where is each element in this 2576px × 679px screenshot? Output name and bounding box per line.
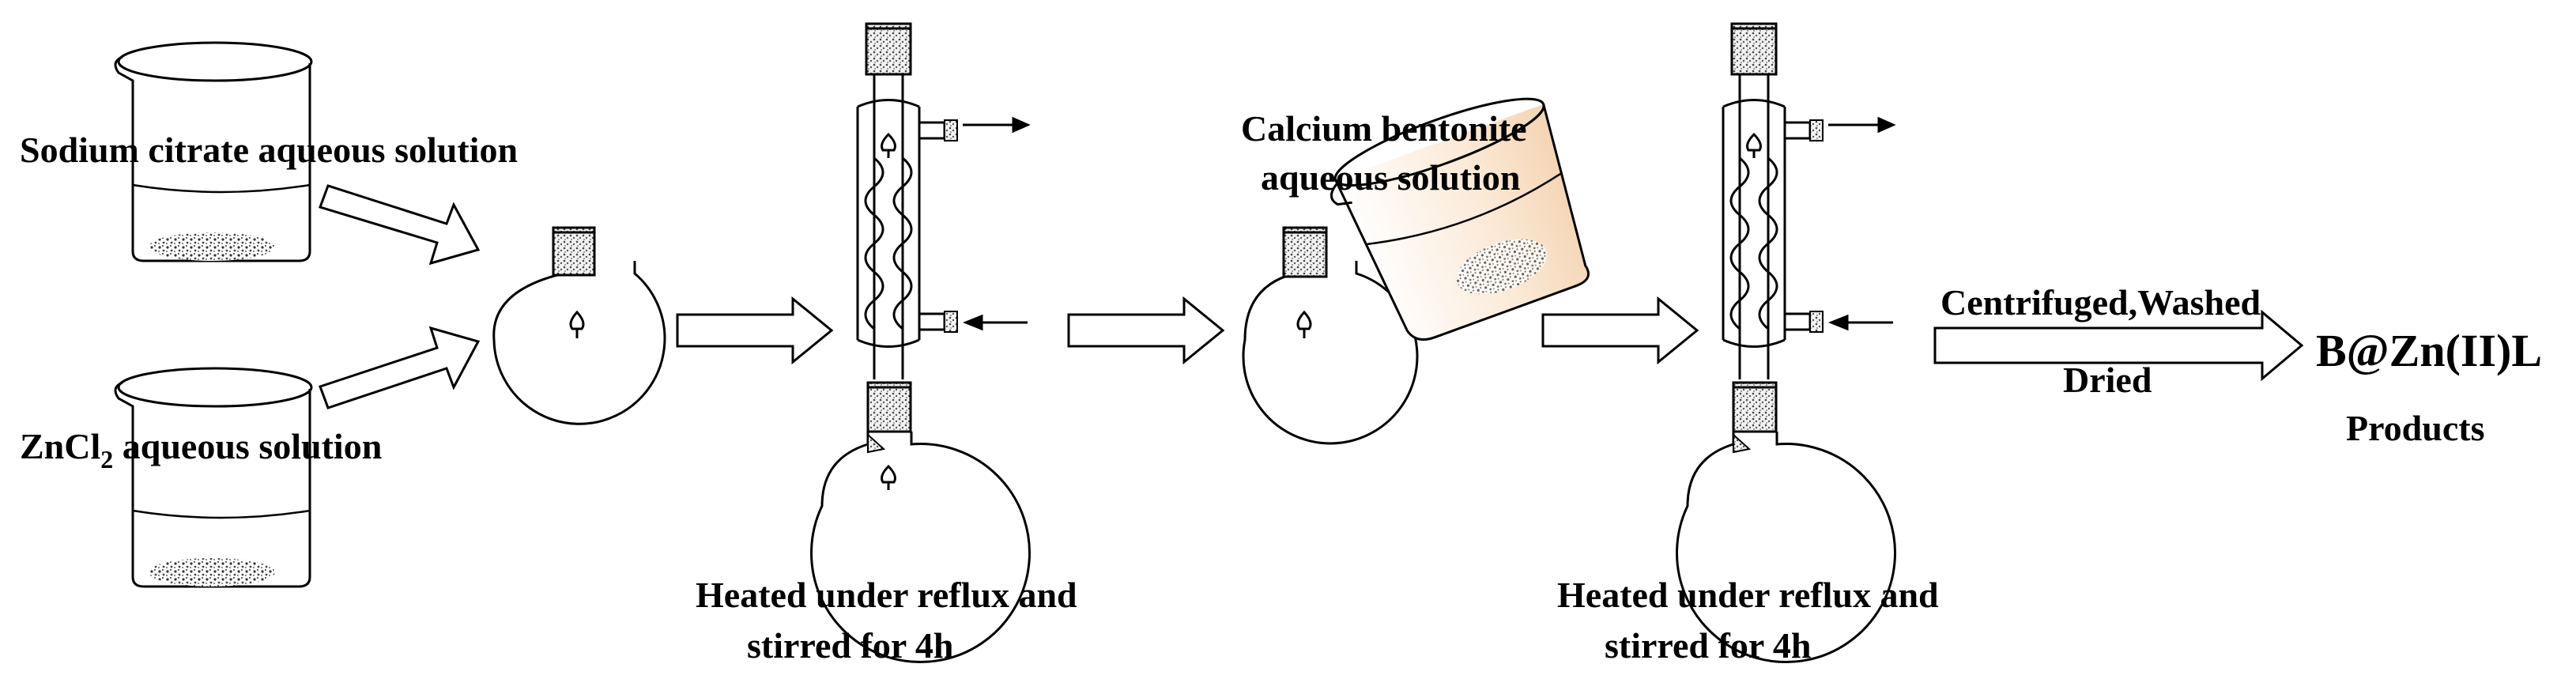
label-bentonite-line2: aqueous solution bbox=[1261, 157, 1521, 198]
sediment-zncl2 bbox=[149, 558, 275, 587]
label-step2-line2: stirred for 4h bbox=[1605, 625, 1812, 666]
arrow-diag-down bbox=[319, 184, 481, 266]
label-centrifuged-washed: Centrifuged,Washed bbox=[1940, 282, 2261, 323]
arrow-water-out-1 bbox=[963, 116, 1031, 134]
label-zncl2: ZnCl2 aqueous solution bbox=[20, 426, 382, 473]
arrow-process bbox=[1933, 309, 2304, 382]
arrow-water-out-2 bbox=[1828, 116, 1896, 134]
reflux-apparatus-1 bbox=[810, 22, 1031, 663]
arrow-water-in-2 bbox=[1827, 314, 1893, 331]
label-step2-line1: Heated under reflux and bbox=[1557, 575, 1939, 615]
flask-with-beaker-pour bbox=[1242, 97, 1590, 445]
label-step1-line2: stirred for 4h bbox=[747, 625, 954, 666]
sediment-sodium-citrate bbox=[149, 232, 275, 261]
arrow-block-3 bbox=[1541, 296, 1699, 365]
arrow-block-1 bbox=[676, 296, 834, 365]
label-sodium-citrate: Sodium citrate aqueous solution bbox=[20, 130, 518, 170]
beaker-sodium-citrate bbox=[114, 41, 313, 262]
flask-empty bbox=[492, 226, 666, 425]
arrow-water-in-1 bbox=[962, 314, 1028, 331]
beaker-calcium-bentonite bbox=[1329, 97, 1590, 341]
arrow-block-2 bbox=[1067, 296, 1225, 365]
product-caption: Products bbox=[2346, 408, 2485, 448]
label-step1-line1: Heated under reflux and bbox=[696, 575, 1077, 615]
beaker-zncl2 bbox=[114, 367, 313, 588]
label-bentonite-line1: Calcium bentonite bbox=[1241, 108, 1527, 149]
reflux-apparatus-2 bbox=[1676, 22, 1896, 663]
label-dried: Dried bbox=[2063, 360, 2152, 400]
arrow-diag-up bbox=[319, 326, 481, 409]
product-formula: B@Zn(II)L bbox=[2316, 325, 2542, 376]
